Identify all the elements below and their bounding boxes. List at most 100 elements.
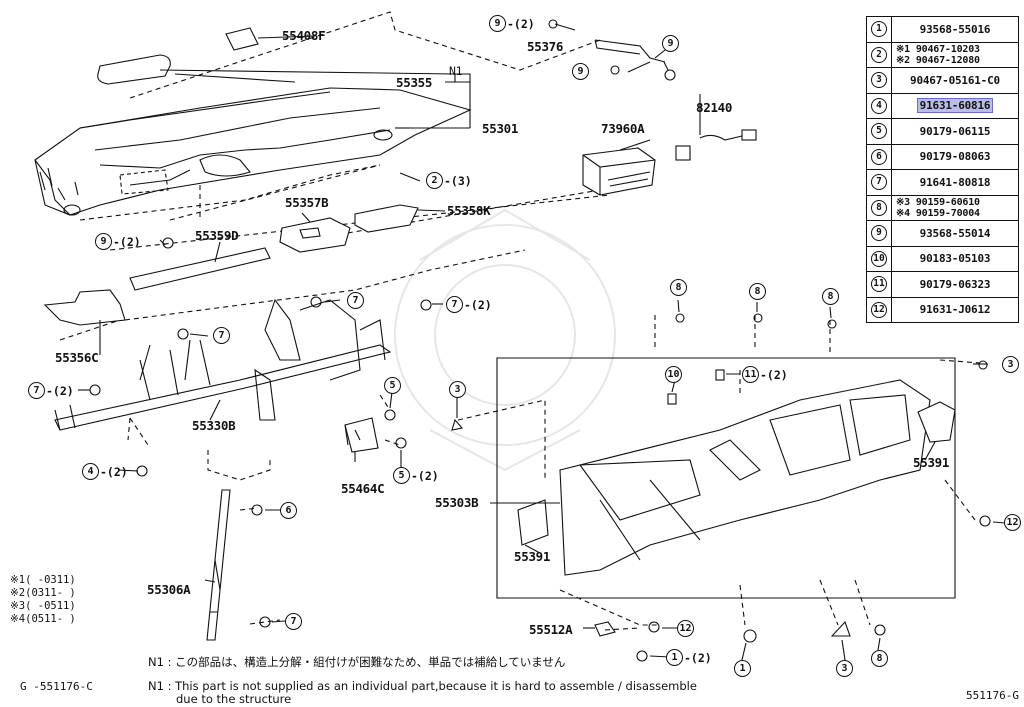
part-number[interactable]: ※2 90467-12080	[896, 54, 980, 66]
part-number[interactable]: 90183-05103	[919, 252, 991, 266]
part-number-cell: 91641-80818	[891, 169, 1019, 196]
part-number[interactable]: ※3 90159-60610	[896, 196, 980, 208]
lower-panel	[559, 379, 931, 576]
part-number[interactable]: ※1 90467-10203	[896, 43, 980, 55]
footnote-english: N1 : This part is not supplied as an ind…	[148, 679, 697, 693]
callout-7: 7	[446, 296, 463, 313]
part-number[interactable]: 90179-06115	[919, 124, 991, 138]
callout-3: 3	[836, 660, 853, 677]
part-number-cell: 93568-55016	[891, 16, 1019, 43]
callout-qty: -(2)	[507, 17, 535, 31]
callout-4: 4	[82, 463, 99, 480]
part-number-cell: 91631-J0612	[891, 296, 1019, 323]
part-number-cell: 90179-06323	[891, 271, 1019, 298]
label-55391-left: 55391	[514, 549, 551, 564]
part-number[interactable]: 91631-J0612	[919, 303, 991, 317]
label-55303B: 55303B	[435, 495, 479, 510]
label-55355: 55355	[396, 75, 433, 90]
ref-number-cell: 10	[866, 245, 892, 272]
callout-12: 12	[677, 620, 694, 637]
part-number-cell: 90179-08063	[891, 143, 1019, 170]
callout-qty: -(2)	[113, 235, 141, 249]
parts-table-row: 12 91631-J0612	[866, 296, 1019, 323]
instrument-panel-upper	[34, 87, 472, 216]
parts-table-row: 5 90179-06115	[866, 118, 1019, 145]
part-number-cell: 90467-05161-C0	[891, 67, 1019, 94]
part-number-cell: ※3 90159-60610※4 90159-70004	[891, 194, 1019, 221]
callout-1: 1	[666, 649, 683, 666]
label-55408F: 55408F	[282, 28, 326, 43]
part-number[interactable]: 90179-08063	[919, 150, 991, 164]
ref-number-cell: 5	[866, 118, 892, 145]
callout-8: 8	[749, 283, 766, 300]
callout-qty: -(2)	[684, 651, 712, 665]
callout-qty: -(2)	[411, 469, 439, 483]
footnote-japanese: N1 : この部品は、構造上分解・組付けが困難なため、単品では補給していません	[148, 655, 566, 669]
callout-10: 10	[665, 366, 682, 383]
part-number-cell: 90183-05103	[891, 245, 1019, 272]
part-number[interactable]: 90467-05161-C0	[910, 73, 1000, 87]
reinforcement-bar	[54, 298, 392, 431]
parts-table-row: 4 91631-60816	[866, 92, 1019, 119]
label-55356C: 55356C	[55, 350, 99, 365]
label-73960A: 73960A	[601, 121, 645, 136]
callout-2: 2	[426, 172, 443, 189]
ref-number: 8	[871, 199, 887, 216]
part-number[interactable]: 90179-06323	[919, 277, 991, 291]
footnote-english-cont: due to the structure	[176, 692, 292, 706]
ref-number-cell: 8	[866, 194, 892, 221]
ref-number: 6	[871, 148, 887, 165]
part-number[interactable]: 93568-55014	[919, 226, 991, 240]
ref-number-cell: 3	[866, 67, 892, 94]
label-55391-right: 55391	[913, 455, 950, 470]
ref-number-cell: 6	[866, 143, 892, 170]
part-number[interactable]: ※4 90159-70004	[896, 207, 980, 219]
ref-number-cell: 9	[866, 220, 892, 247]
part-number-cell: 93568-55014	[891, 220, 1019, 247]
ref-number: 10	[871, 250, 887, 267]
footer-code-right: 551176-G	[966, 689, 1019, 702]
callout-8: 8	[871, 650, 888, 667]
part-number-highlighted[interactable]: 91631-60816	[916, 98, 994, 114]
label-82140: 82140	[696, 100, 733, 115]
ref-number-cell: 4	[866, 92, 892, 119]
callout-1: 1	[734, 660, 751, 677]
callout-qty: -(2)	[464, 298, 492, 312]
watermark-emblem	[394, 208, 616, 472]
ref-number: 5	[871, 123, 887, 140]
ref-number-cell: 1	[866, 16, 892, 43]
ref-number: 3	[871, 72, 887, 89]
callout-7: 7	[347, 292, 364, 309]
part-number[interactable]: 91641-80818	[919, 175, 991, 189]
callout-7: 7	[285, 613, 302, 630]
part-number-cell: 91631-60816	[891, 92, 1019, 119]
callout-6: 6	[280, 502, 297, 519]
label-55376: 55376	[527, 39, 564, 54]
ref-number-cell: 12	[866, 296, 892, 323]
parts-table-row: 3 90467-05161-C0	[866, 67, 1019, 94]
parts-table-row: 2※1 90467-10203※2 90467-12080	[866, 41, 1019, 68]
ref-number-cell: 2	[866, 41, 892, 68]
date-note: ※3( -0511)	[10, 600, 76, 612]
label-55359D: 55359D	[195, 228, 239, 243]
callout-5: 5	[384, 377, 401, 394]
callout-9: 9	[489, 15, 506, 32]
callout-7: 7	[28, 382, 45, 399]
callout-qty: -(2)	[760, 368, 788, 382]
parts-table-row: 9 93568-55014	[866, 220, 1019, 247]
date-note: ※4(0511- )	[10, 613, 76, 625]
callout-3: 3	[1002, 356, 1019, 373]
label-55301: 55301	[482, 121, 519, 136]
callout-9: 9	[95, 233, 112, 250]
callout-qty: -(2)	[100, 465, 128, 479]
date-note: ※1( -0311)	[10, 574, 76, 586]
part-number-cell: ※1 90467-10203※2 90467-12080	[891, 41, 1019, 68]
label-55464C: 55464C	[341, 481, 385, 496]
callout-11: 11	[742, 366, 759, 383]
part-number[interactable]: 93568-55016	[919, 22, 991, 36]
ref-number: 12	[871, 301, 887, 318]
callout-12: 12	[1004, 514, 1021, 531]
